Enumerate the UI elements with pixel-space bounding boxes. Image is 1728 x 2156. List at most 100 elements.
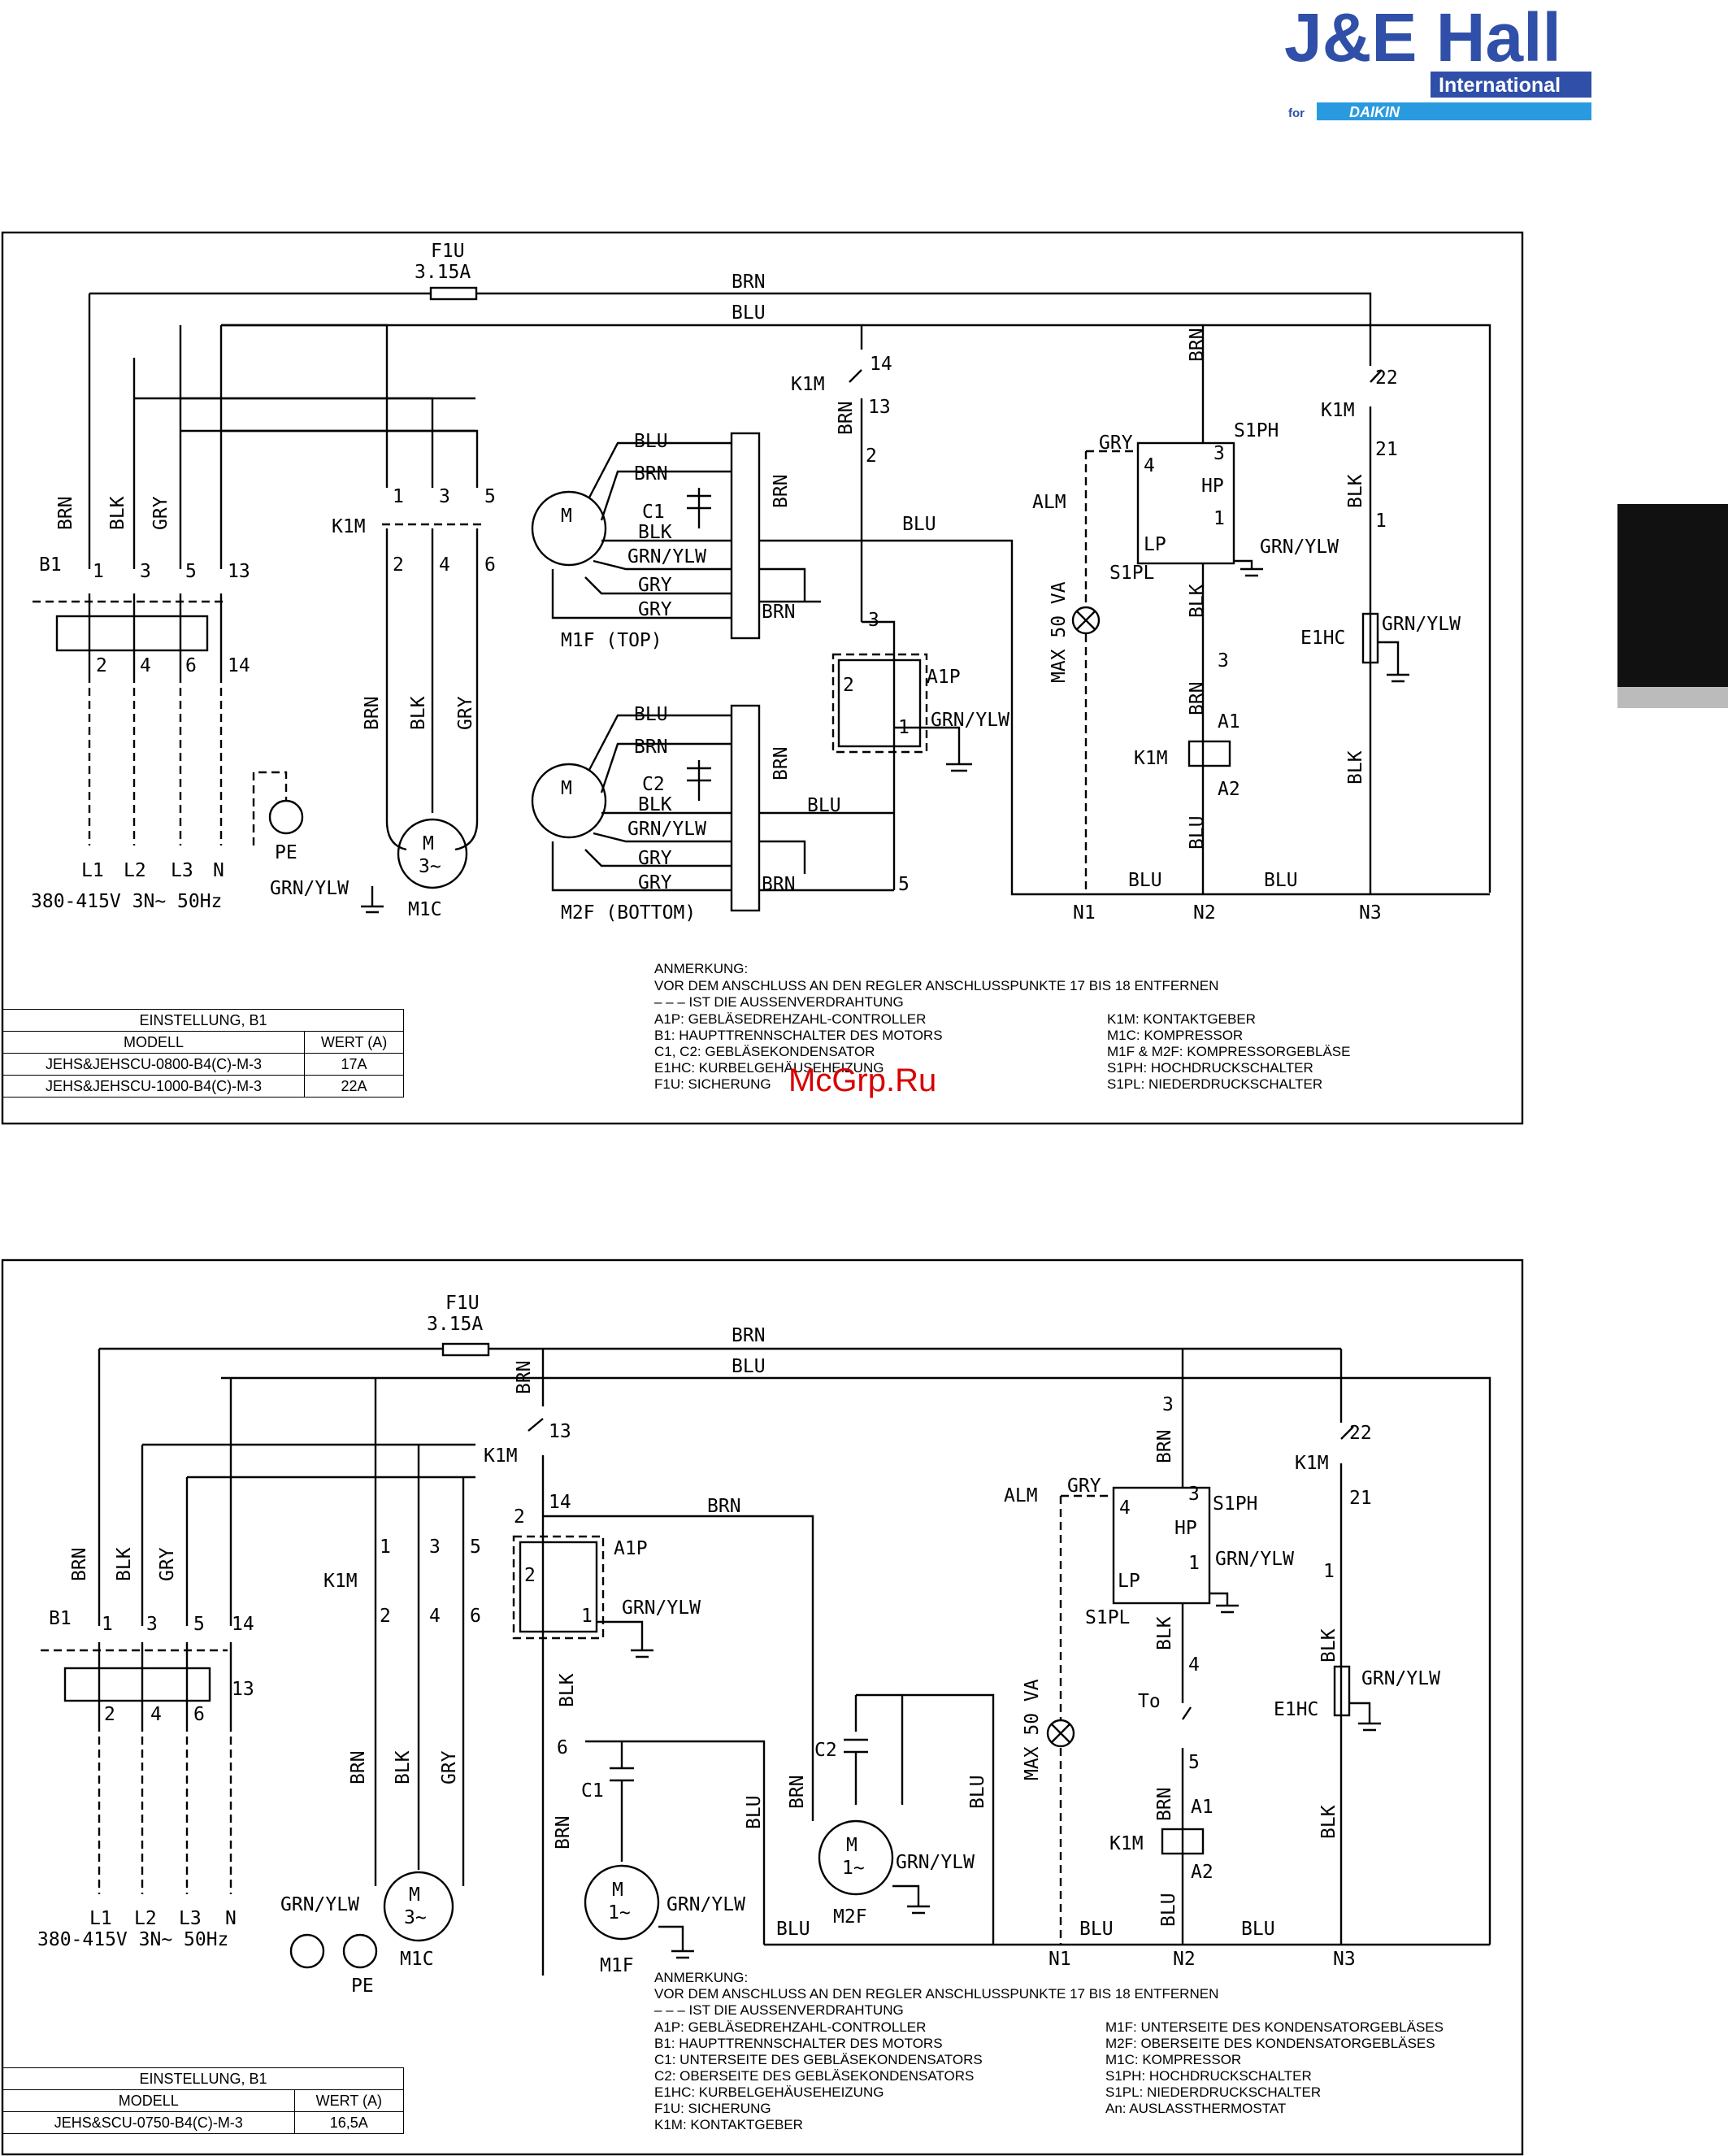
svg-text:3: 3 xyxy=(146,1614,158,1635)
svg-text:3: 3 xyxy=(1188,1484,1200,1505)
supply-top-wires xyxy=(88,293,223,569)
logo: J&E Hall International for DAIKIN xyxy=(1284,0,1591,122)
svg-text:M: M xyxy=(561,506,572,527)
pressure2-earth xyxy=(1209,1592,1239,1614)
svg-text:BLU: BLU xyxy=(1264,870,1298,891)
svg-text:BLK: BLK xyxy=(1318,1628,1339,1663)
svg-text:BRN: BRN xyxy=(348,1750,369,1784)
svg-text:22: 22 xyxy=(1349,1423,1372,1444)
fan-top-motor xyxy=(531,490,607,567)
svg-text:13: 13 xyxy=(549,1421,571,1442)
svg-text:14: 14 xyxy=(232,1614,254,1635)
svg-text:PE: PE xyxy=(351,1976,374,1997)
section-tab-shadow xyxy=(1617,687,1728,708)
svg-text:GRN/YLW: GRN/YLW xyxy=(666,1894,745,1915)
compressor-wires xyxy=(385,528,479,851)
svg-text:B1: HAUPTTRENNSCHALTER DES MOT: B1: HAUPTTRENNSCHALTER DES MOTORS xyxy=(654,1028,943,1043)
svg-text:L1: L1 xyxy=(89,1908,112,1929)
svg-text:380-415V 3N~ 50Hz: 380-415V 3N~ 50Hz xyxy=(37,1929,228,1950)
watermark: McGrp.Ru xyxy=(788,1063,936,1098)
compressor-earth xyxy=(361,886,384,914)
svg-text:M2F: OBERSEITE DES KONDENSATOR: M2F: OBERSEITE DES KONDENSATORGEBLÄSES xyxy=(1105,2036,1435,2051)
svg-text:BLK: BLK xyxy=(1345,750,1366,785)
svg-text:2: 2 xyxy=(866,446,877,467)
svg-text:GRY: GRY xyxy=(1067,1476,1101,1497)
svg-text:K1M: K1M xyxy=(791,374,825,395)
svg-text:4: 4 xyxy=(439,554,450,576)
controller2-outline xyxy=(512,1535,605,1640)
svg-text:M2F: M2F xyxy=(833,1906,867,1928)
svg-text:22: 22 xyxy=(1375,367,1398,389)
svg-text:B1: HAUPTTRENNSCHALTER DES MOT: B1: HAUPTTRENNSCHALTER DES MOTORS xyxy=(654,2036,943,2051)
svg-text:BRN: BRN xyxy=(1154,1429,1175,1463)
svg-text:5: 5 xyxy=(484,486,496,507)
heater2-element xyxy=(1333,1665,1351,1717)
svg-text:GRN/YLW: GRN/YLW xyxy=(627,546,706,567)
svg-text:BRN: BRN xyxy=(836,401,857,435)
svg-text:C1: C1 xyxy=(581,1780,604,1802)
svg-text:A1P: A1P xyxy=(614,1538,648,1559)
svg-text:2: 2 xyxy=(96,655,107,676)
fan-bottom-name: M2F (BOTTOM) xyxy=(561,902,696,924)
svg-text:– – – IST DIE AUSSENVERDRAHTUN: – – – IST DIE AUSSENVERDRAHTUNG xyxy=(654,994,904,1010)
svg-text:BLU: BLU xyxy=(744,1795,765,1829)
controller-outline xyxy=(831,653,928,754)
svg-text:4: 4 xyxy=(1144,455,1155,476)
svg-text:B1: B1 xyxy=(49,1608,72,1629)
alarm-lamp-cross xyxy=(1076,611,1096,630)
svg-text:3~: 3~ xyxy=(419,856,441,877)
svg-text:1: 1 xyxy=(1188,1553,1200,1574)
svg-text:GRY: GRY xyxy=(638,599,672,620)
k1m-label: K1M xyxy=(332,516,366,537)
svg-text:13: 13 xyxy=(868,397,891,418)
svg-text:BRN: BRN xyxy=(362,696,383,730)
heater2-earth xyxy=(1349,1702,1381,1732)
pe-earth-symbol xyxy=(268,799,304,835)
svg-text:BRN: BRN xyxy=(707,1496,741,1517)
svg-text:BLU: BLU xyxy=(902,514,936,535)
svg-text:GRN/YLW: GRN/YLW xyxy=(1361,1668,1440,1689)
svg-text:BLK: BLK xyxy=(1318,1805,1339,1839)
table-row: JEHS&JEHSCU-1000-B4(C)-M-3 22A xyxy=(2,1075,404,1098)
svg-text:BRN: BRN xyxy=(634,737,668,758)
svg-text:A2: A2 xyxy=(1191,1862,1214,1883)
breaker2-symbol xyxy=(63,1667,211,1702)
svg-text:GRN/YLW: GRN/YLW xyxy=(627,819,706,840)
svg-text:C1: C1 xyxy=(642,502,665,523)
alarm2-field-wire xyxy=(1059,1494,1114,1945)
svg-text:A1: A1 xyxy=(1191,1797,1214,1818)
svg-text:M1F & M2F: KOMPRESSORGEBLÄSE: M1F & M2F: KOMPRESSORGEBLÄSE xyxy=(1107,1044,1350,1059)
svg-text:BLK: BLK xyxy=(114,1547,135,1581)
svg-text:ANMERKUNG:: ANMERKUNG: xyxy=(654,961,748,976)
svg-text:BRN: BRN xyxy=(514,1360,535,1394)
svg-text:6: 6 xyxy=(185,655,197,676)
svg-text:5: 5 xyxy=(193,1614,205,1635)
svg-text:M1C: M1C xyxy=(400,1949,434,1970)
svg-text:L2: L2 xyxy=(134,1908,157,1929)
svg-text:14: 14 xyxy=(870,354,892,375)
svg-text:HP: HP xyxy=(1174,1518,1197,1539)
svg-text:BLU: BLU xyxy=(1158,1893,1179,1927)
svg-text:13: 13 xyxy=(228,561,250,582)
svg-text:A1P: GEBLÄSEDREHZAHL-CONTROLLE: A1P: GEBLÄSEDREHZAHL-CONTROLLER xyxy=(654,1011,926,1027)
fan-top-name: M1F (TOP) xyxy=(561,630,662,651)
fan-bottom-motor xyxy=(531,763,607,839)
controller2-box xyxy=(519,1541,598,1633)
svg-text:L3: L3 xyxy=(171,860,193,881)
svg-text:6: 6 xyxy=(484,554,496,576)
k1m-aux-circuit xyxy=(849,325,896,890)
svg-text:L1: L1 xyxy=(81,860,104,881)
b1-settings-table-2: EINSTELLUNG, B1 MODELL WERT (A) JEHS&SCU… xyxy=(2,2067,405,2134)
compressor2-wires xyxy=(374,1378,465,1886)
breaker-poles xyxy=(88,593,223,675)
svg-text:VOR DEM ANSCHLUSS AN DEN REGLE: VOR DEM ANSCHLUSS AN DEN REGLER ANSCHLUS… xyxy=(654,978,1218,993)
pe-label: PE xyxy=(275,842,297,863)
svg-text:HP: HP xyxy=(1201,476,1224,497)
fuse-name: F1U xyxy=(431,241,465,262)
pressure-switch-box xyxy=(1136,441,1235,565)
svg-text:ALM: ALM xyxy=(1004,1485,1038,1506)
supply-blk-label: BLK xyxy=(107,496,128,530)
k1m2-aux xyxy=(528,1349,545,1976)
svg-text:N: N xyxy=(213,860,224,881)
